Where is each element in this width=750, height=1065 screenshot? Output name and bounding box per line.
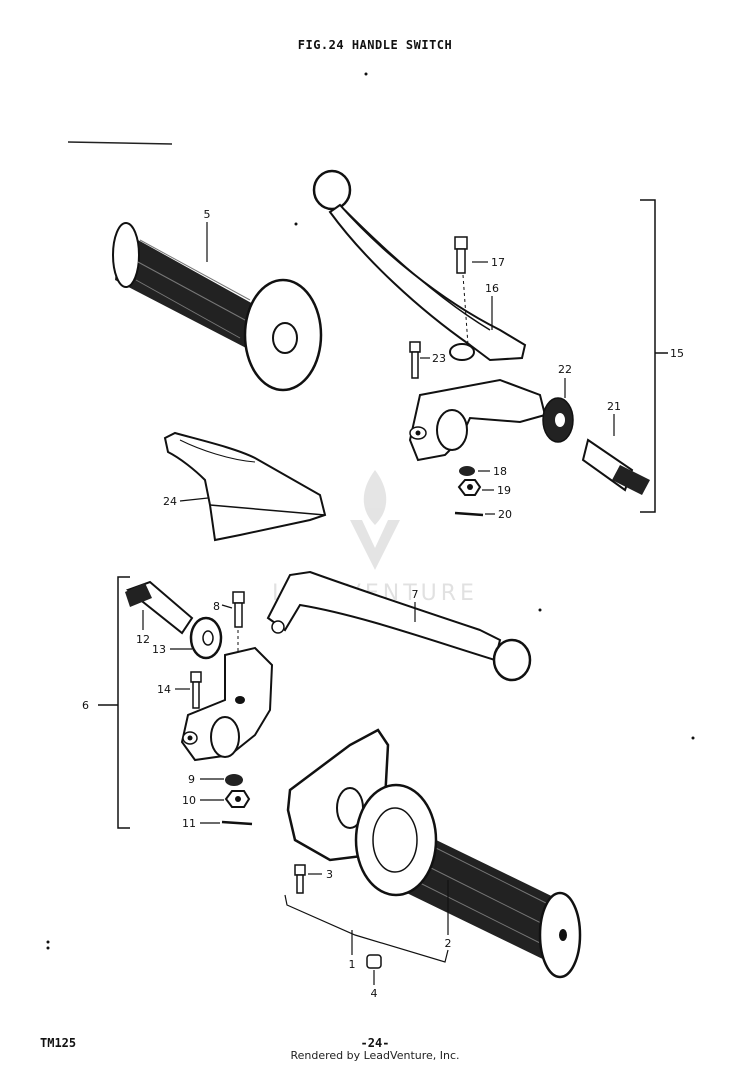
callout-8: 8	[213, 600, 220, 613]
callout-4: 4	[371, 987, 378, 1000]
callout-15: 15	[670, 347, 684, 360]
part-21-adjuster	[581, 438, 650, 495]
part-13-washer	[189, 616, 223, 660]
callout-20: 20	[498, 508, 512, 521]
page-number: -24-	[360, 1036, 390, 1050]
callout-2: 2	[445, 937, 452, 950]
part-15-bracket-line	[640, 199, 668, 513]
callout-22: 22	[558, 363, 572, 376]
callout-6: 6	[82, 699, 89, 712]
callout-19: 19	[497, 484, 511, 497]
callout-7: 7	[412, 588, 419, 601]
callout-13: 13	[152, 643, 166, 656]
callout-1: 1	[349, 958, 356, 971]
rendered-by-credit: Rendered by LeadVenture, Inc.	[290, 1049, 460, 1062]
part-16-front-brake-lever	[312, 169, 527, 362]
callout-12: 12	[136, 633, 150, 646]
callout-21: 21	[607, 400, 621, 413]
model-code: TM125	[40, 1036, 77, 1050]
part-22-washer	[542, 397, 574, 443]
part-8-bolt	[232, 591, 245, 700]
part-7-clutch-lever	[266, 570, 532, 682]
callout-9: 9	[188, 773, 195, 786]
callout-16: 16	[485, 282, 499, 295]
parts-9-10-11-hardware	[221, 774, 253, 826]
callout-10: 10	[182, 794, 196, 807]
callout-18: 18	[493, 465, 507, 478]
callout-5: 5	[204, 208, 211, 221]
callout-14: 14	[157, 683, 171, 696]
part-4-nut	[366, 954, 382, 969]
part-24-lever-cover	[163, 431, 327, 542]
part-23-bolt	[409, 341, 421, 379]
part-6-bracket-line	[98, 576, 130, 829]
part-14-bolt	[190, 671, 202, 709]
parts-18-19-20-hardware	[454, 466, 484, 517]
part-5-grip-upper	[112, 222, 323, 392]
callout-3: 3	[326, 868, 333, 881]
part-3-screw	[294, 864, 306, 894]
callout-11: 11	[182, 817, 196, 830]
callout-24: 24	[163, 495, 177, 508]
leader-lines	[142, 222, 615, 985]
part-6-lever-bracket	[180, 646, 274, 762]
part-15-lever-bracket	[408, 378, 547, 462]
callout-23: 23	[432, 352, 446, 365]
callout-17: 17	[491, 256, 505, 269]
part-17-bolt	[454, 236, 469, 346]
figure-title: FIG.24 HANDLE SWITCH	[297, 38, 453, 52]
part-1-assembly-bracket	[284, 894, 449, 963]
part-12-adjuster	[125, 580, 194, 635]
part-2-throttle-housing-grip	[286, 728, 582, 979]
